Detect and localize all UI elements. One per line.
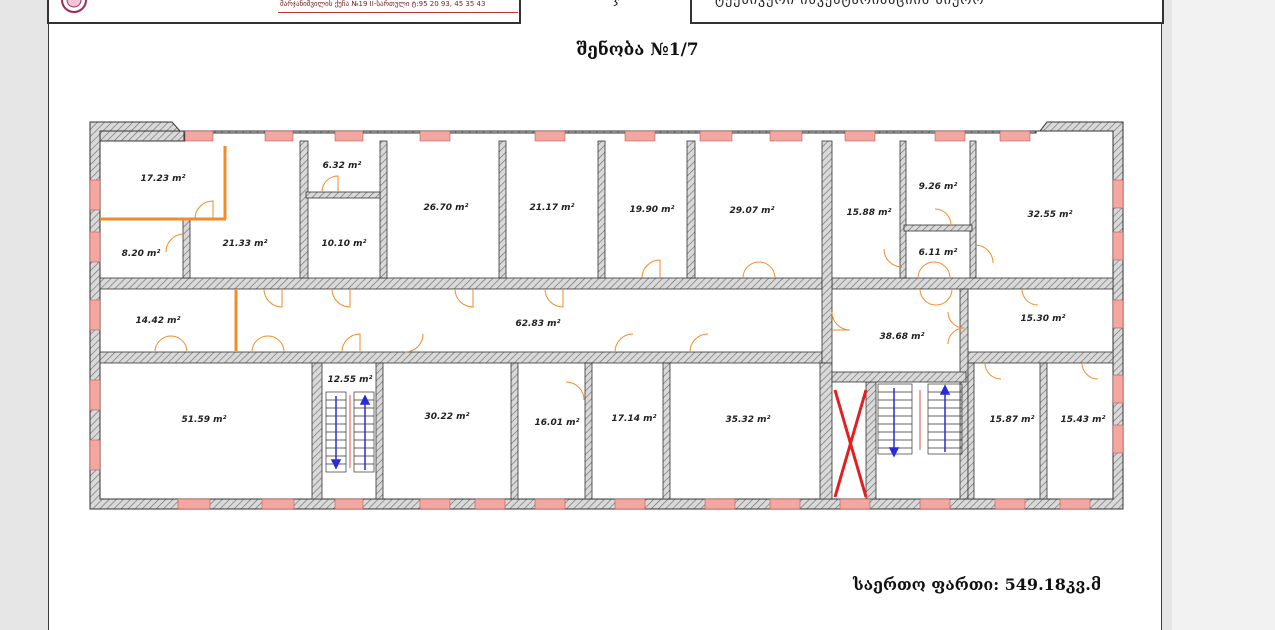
interior-walls bbox=[99, 140, 1114, 500]
header-mid-text: ჯ bbox=[613, 0, 619, 7]
room-area-label: 15.88 m² bbox=[847, 208, 892, 218]
room-area-label: 15.87 m² bbox=[990, 415, 1035, 425]
room-area-label: 9.26 m² bbox=[919, 182, 958, 192]
room-area-label: 15.30 m² bbox=[1021, 314, 1066, 324]
windows bbox=[89, 130, 1124, 510]
total-area: საერთო ფართი: 549.18კვ.მ bbox=[853, 575, 1102, 594]
room-area-label: 35.32 m² bbox=[726, 415, 771, 425]
room-area-label: 17.23 m² bbox=[141, 174, 186, 184]
stair-red-lines bbox=[349, 390, 921, 468]
room-labels: 17.23 m² 8.20 m² 21.33 m² 6.32 m² 10.10 m² 26… bbox=[122, 161, 1106, 428]
room-area-label: 15.43 m² bbox=[1061, 415, 1106, 425]
room-area-label: 6.11 m² bbox=[919, 248, 958, 258]
room-area-label: 12.55 m² bbox=[328, 375, 373, 385]
room-area-label: 51.59 m² bbox=[182, 415, 227, 425]
room-area-label: 32.55 m² bbox=[1028, 210, 1073, 220]
partition-lines bbox=[100, 146, 238, 351]
document-page bbox=[48, 0, 1162, 630]
room-area-label: 26.70 m² bbox=[424, 203, 469, 213]
room-area-label: 19.90 m² bbox=[630, 205, 675, 215]
stair-arrows bbox=[330, 384, 951, 470]
doors bbox=[154, 175, 1099, 401]
plan-title: შენობა №1/7 bbox=[576, 40, 699, 60]
removed-cross bbox=[833, 389, 868, 498]
room-area-label: 17.14 m² bbox=[612, 414, 657, 424]
room-area-label: 6.32 m² bbox=[323, 161, 362, 171]
room-area-label: 30.22 m² bbox=[425, 412, 470, 422]
room-area-label: 62.83 m² bbox=[516, 319, 561, 329]
header-address-text: მარჯანიშვილის ქუჩა №19 II-სართული ტ:95 2… bbox=[280, 0, 486, 8]
viewer-gutter bbox=[1172, 0, 1275, 630]
room-area-label: 8.20 m² bbox=[122, 249, 161, 259]
room-area-label: 21.33 m² bbox=[223, 239, 268, 249]
room-area-label: 16.01 m² bbox=[535, 418, 580, 428]
logo-icon bbox=[61, 0, 87, 13]
room-area-label: 21.17 m² bbox=[530, 203, 575, 213]
room-area-label: 10.10 m² bbox=[322, 239, 367, 249]
header-rule bbox=[278, 12, 518, 13]
header-right-box bbox=[690, 0, 1164, 24]
room-area-label: 14.42 m² bbox=[136, 316, 181, 326]
room-area-label: 29.07 m² bbox=[730, 206, 775, 216]
room-area-label: 38.68 m² bbox=[880, 332, 925, 342]
header-right-text: ტექნიკური ინვენტარიზაციის ბიურო bbox=[715, 0, 985, 8]
